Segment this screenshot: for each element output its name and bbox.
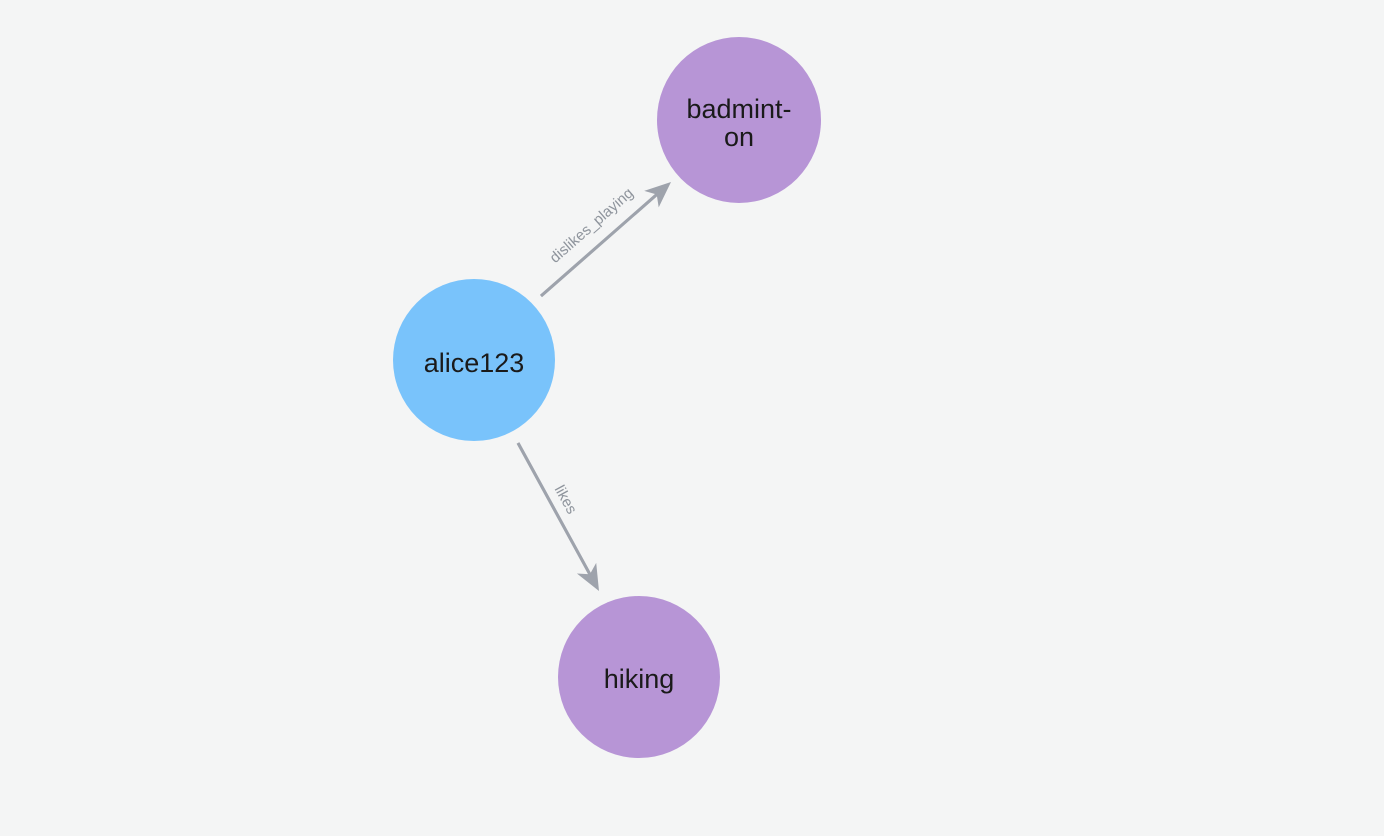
edge-line-dislikes-playing-seg bbox=[540, 192, 659, 298]
nodes-layer: badmint- on alice123 hiking bbox=[393, 37, 821, 758]
node-hiking[interactable]: hiking bbox=[558, 596, 720, 758]
node-alice123-circle[interactable] bbox=[393, 279, 555, 441]
edge-line-likes-seg bbox=[516, 442, 592, 576]
node-badminton[interactable]: badmint- on bbox=[657, 37, 821, 203]
node-badminton-circle[interactable] bbox=[657, 37, 821, 203]
edge-likes[interactable]: likes bbox=[516, 442, 599, 591]
arrow-head-likes bbox=[576, 562, 599, 591]
node-hiking-circle[interactable] bbox=[558, 596, 720, 758]
arrow-head-dislikes-playing bbox=[644, 182, 671, 208]
node-alice123[interactable]: alice123 bbox=[393, 279, 555, 441]
edge-dislikes-playing[interactable]: dislikes_playing bbox=[540, 182, 671, 298]
